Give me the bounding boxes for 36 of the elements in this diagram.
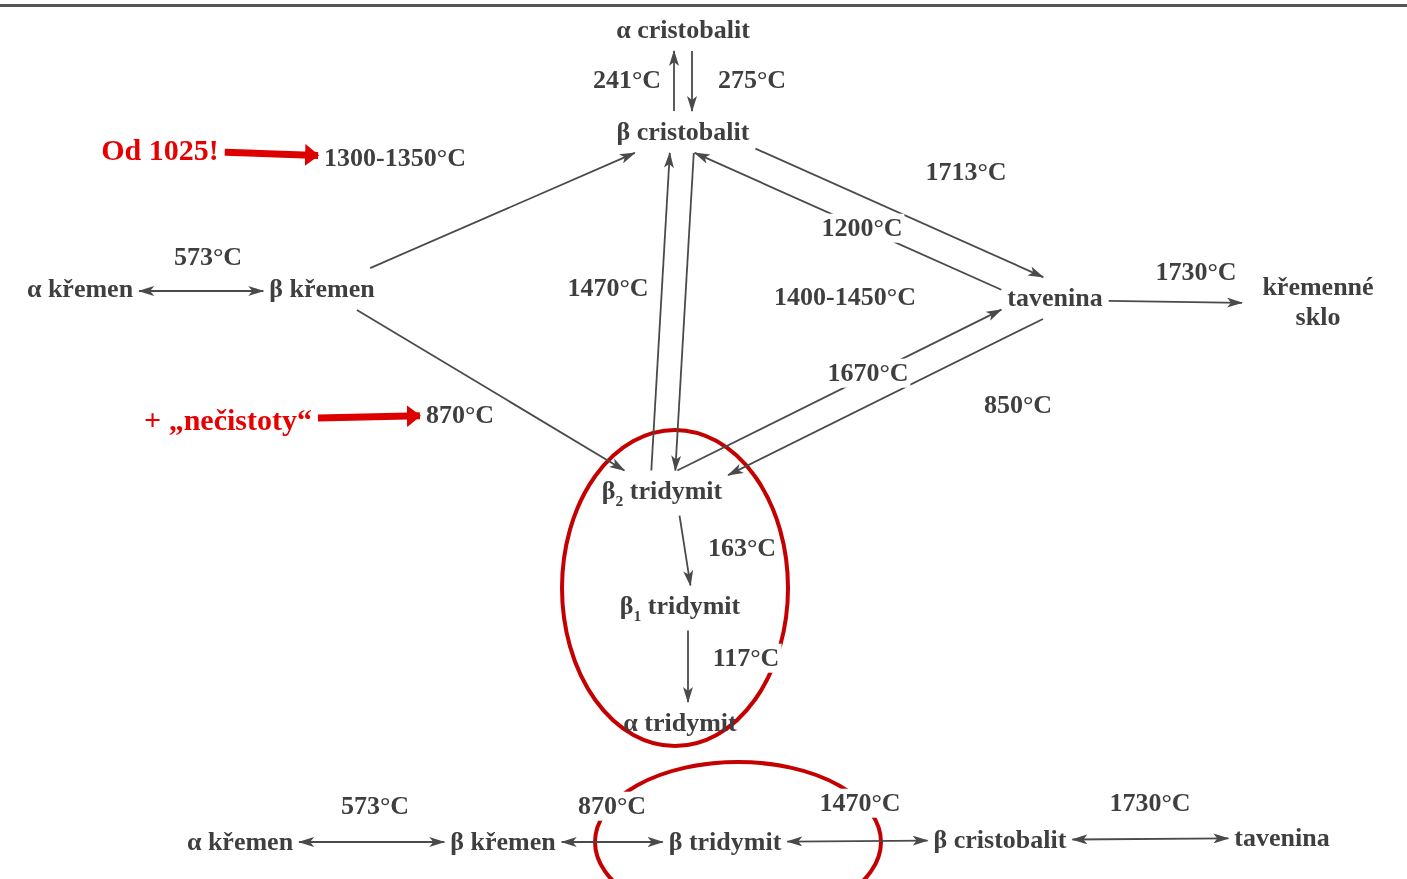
phase-label: 870°C	[425, 400, 495, 430]
note-text: Od 1025!	[101, 132, 219, 168]
transition-arrow	[1107, 297, 1243, 308]
phase-label: β cristobalit	[616, 117, 750, 147]
transition-arrow	[138, 286, 265, 296]
phase-label: β$_{1}$ tridymit	[619, 591, 741, 625]
transition-arrow	[298, 837, 446, 847]
pointer-arrow	[317, 405, 421, 428]
transition-arrow	[560, 837, 664, 847]
phase-label: β křemen	[269, 274, 375, 304]
transition-arrow	[671, 152, 695, 472]
phase-label: tavenina	[1234, 823, 1330, 853]
transition-arrow	[1071, 833, 1230, 845]
phase-label: β$_{2}$ tridymit	[601, 476, 723, 510]
temperature-label: 1400-1450°C	[773, 282, 917, 312]
transition-arrow	[786, 835, 929, 847]
phase-label: β křemen	[450, 827, 556, 857]
phase-label: α cristobalit	[616, 15, 750, 45]
transition-arrow	[650, 151, 674, 472]
phase-label: křemenné sklo	[1248, 272, 1388, 332]
phase-label: 1300-1350°C	[324, 143, 466, 173]
phase-label: α křemen	[26, 274, 134, 304]
transition-arrow	[369, 152, 636, 269]
transition-arrow	[727, 318, 1044, 476]
transition-arrow	[356, 309, 626, 472]
transition-arrow	[683, 629, 693, 704]
phase-label: α křemen	[186, 827, 294, 857]
pointer-arrow	[224, 143, 320, 166]
phase-label: β cristobalit	[933, 825, 1067, 855]
transition-arrow	[678, 514, 694, 587]
phase-label: tavenina	[1007, 283, 1103, 313]
transition-arrow	[754, 147, 1045, 278]
transition-arrow	[687, 50, 697, 113]
note-text: + „nečistoty“	[144, 402, 312, 438]
transition-arrow	[669, 49, 679, 112]
phase-label: β tridymit	[668, 827, 782, 857]
